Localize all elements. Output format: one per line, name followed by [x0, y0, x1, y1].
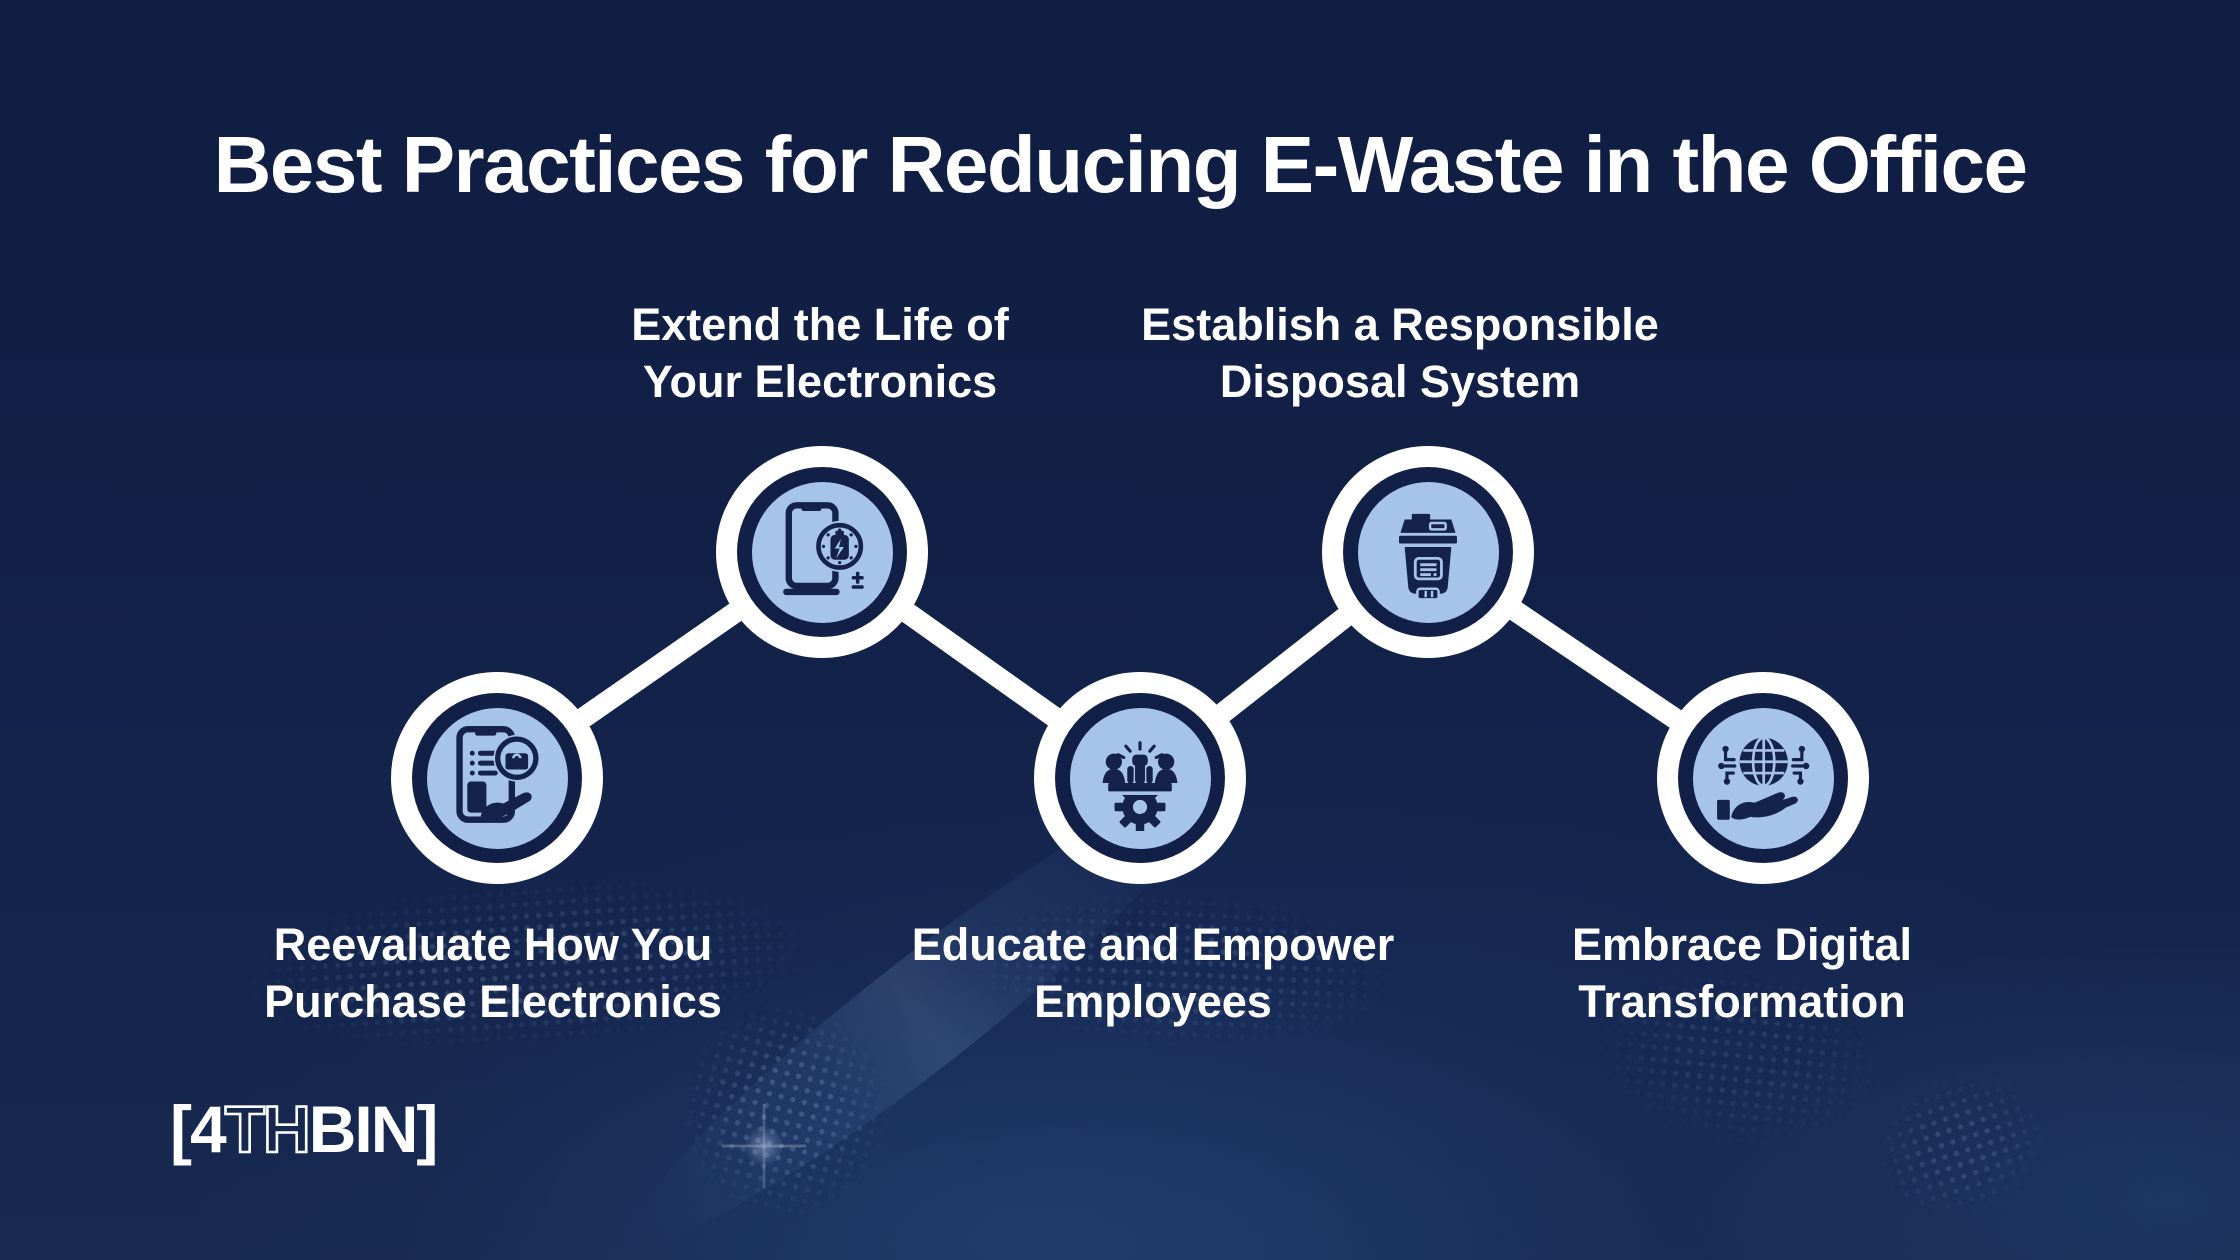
step-3-circle: [1034, 672, 1246, 884]
logo-left-bracket: [: [170, 1092, 192, 1166]
phone-shopping-review-icon: [456, 726, 541, 823]
step-4-label: Establish a Responsible Disposal System: [1141, 296, 1659, 410]
logo-4: 4: [189, 1092, 227, 1166]
step-1-label: Reevaluate How You Purchase Electronics: [264, 916, 722, 1030]
step-2-circle: [716, 446, 928, 658]
step-5-circle: [1657, 672, 1869, 884]
step-5-label: Embrace Digital Transformation: [1572, 916, 1912, 1030]
step-2-label: Extend the Life of Your Electronics: [631, 296, 1009, 410]
logo-bin: BIN: [308, 1092, 419, 1166]
waste-bin-icon: [1399, 513, 1457, 601]
page-title: Best Practices for Reducing E-Waste in t…: [213, 120, 2028, 209]
step-1-circle: [391, 672, 603, 884]
step-1-label-line-1: Reevaluate How You: [273, 919, 713, 970]
step-4-label-line-2: Disposal System: [1219, 356, 1581, 407]
logo-right-bracket: ]: [416, 1092, 438, 1166]
sparkle-flare: [722, 1104, 806, 1188]
step-2-label-line-1: Extend the Life of: [631, 299, 1009, 350]
digital-globe-hand-icon: [1717, 736, 1810, 820]
team-empowerment-gear-icon: [1102, 741, 1178, 831]
phone-battery-life-icon: [783, 502, 866, 596]
step-4-label-line-1: Establish a Responsible: [1141, 299, 1659, 350]
step-1-label-line-2: Purchase Electronics: [264, 976, 722, 1027]
brand-logo-4thbin: [4THBIN]: [170, 1092, 438, 1167]
step-3-label: Educate and Empower Employees: [912, 916, 1395, 1030]
step-3-label-line-2: Employees: [1034, 976, 1272, 1027]
step-3-label-line-1: Educate and Empower: [911, 919, 1395, 970]
step-5-label-line-1: Embrace Digital: [1571, 919, 1913, 970]
step-2-label-line-2: Your Electronics: [642, 356, 998, 407]
logo-th-outline: TH: [223, 1092, 312, 1167]
step-4-circle: [1322, 446, 1534, 658]
step-5-label-line-2: Transformation: [1578, 976, 1906, 1027]
